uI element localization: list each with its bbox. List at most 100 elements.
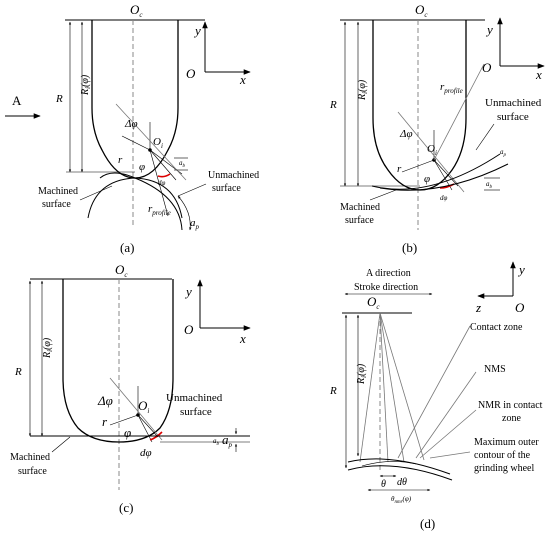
rprofile-line bbox=[149, 149, 169, 217]
delta-phi-label: Δφ bbox=[124, 118, 138, 130]
machined-label-2: surface bbox=[345, 215, 374, 226]
oi-label: Oi bbox=[427, 143, 437, 157]
contact-zone-label: Contact zone bbox=[470, 322, 523, 333]
oi-label: Oi bbox=[138, 398, 149, 415]
phi-label: φ bbox=[139, 161, 145, 173]
wheel-profile bbox=[91, 20, 179, 179]
panel-a: Oc R Ri(φ) y x O A Δφ Oi r φ dφ ab bbox=[5, 2, 259, 255]
rprofile-label: rprofile bbox=[148, 203, 171, 217]
ap-label: ap bbox=[222, 432, 233, 449]
machined-label-1: Machined bbox=[10, 452, 50, 463]
origin-label: O bbox=[186, 66, 196, 81]
ab-label: ab bbox=[179, 159, 186, 169]
unmachined-label-1: Unmachined bbox=[208, 170, 259, 181]
max-outer-label-1: Maximum outer bbox=[474, 437, 539, 448]
ri-label: Ri(φ) bbox=[357, 79, 369, 101]
z-axis-label: z bbox=[475, 300, 481, 315]
dphi-label: dφ bbox=[440, 194, 448, 202]
nms-leader bbox=[415, 371, 477, 459]
oc-label: Oc bbox=[115, 262, 128, 279]
oc-label: Oc bbox=[130, 2, 143, 19]
y-axis-label: y bbox=[184, 284, 192, 299]
wheel-profile bbox=[62, 279, 174, 443]
ri-label: Ri(φ) bbox=[356, 363, 368, 385]
origin-label: O bbox=[184, 322, 194, 337]
panel-c: Oc R Ri(φ) y x O Δφ Oi r φ dφ ab ap Unma… bbox=[10, 262, 251, 515]
contact-zone-leader bbox=[397, 325, 471, 459]
machined-leader bbox=[51, 436, 71, 453]
rprofile-label: rprofile bbox=[440, 81, 463, 95]
oi-label: Oi bbox=[153, 136, 163, 150]
rprofile-line bbox=[433, 63, 485, 161]
fan-line-2 bbox=[379, 312, 389, 463]
unmachined-label-2: surface bbox=[497, 111, 529, 123]
max-outer-label-2: contour of the bbox=[474, 450, 531, 461]
dphi-label: dφ bbox=[158, 179, 166, 187]
phi-label: φ bbox=[424, 173, 430, 185]
oi-phi-line1 bbox=[433, 159, 453, 191]
unmachined-label-2: surface bbox=[212, 183, 241, 194]
radial-line bbox=[109, 377, 163, 441]
origin-label: O bbox=[482, 60, 492, 75]
delta-phi-label: Δφ bbox=[97, 393, 113, 408]
unmachined-label-1: Unmachined bbox=[166, 392, 223, 404]
caption-a: (a) bbox=[120, 240, 134, 255]
machined-label-1: Machined bbox=[38, 186, 78, 197]
arrow-a-label: A bbox=[12, 93, 22, 108]
r-label: R bbox=[55, 93, 63, 105]
red-contact-arc bbox=[149, 431, 163, 441]
dphi-label: dφ bbox=[140, 447, 152, 459]
machined-leader bbox=[79, 185, 113, 201]
x-axis-label: x bbox=[535, 67, 542, 82]
fan-line-3 bbox=[379, 312, 405, 463]
machined-label-1: Machined bbox=[340, 202, 380, 213]
oi-phi-line2 bbox=[433, 159, 459, 187]
nms-label: NMS bbox=[484, 364, 506, 375]
ap-arc bbox=[177, 195, 192, 231]
ab-label: ab bbox=[213, 437, 220, 447]
oi-r-line bbox=[121, 135, 151, 151]
origin-label: O bbox=[515, 300, 525, 315]
y-axis-label: y bbox=[485, 22, 493, 37]
a-direction-label: A direction bbox=[366, 268, 411, 279]
fan-line-4 bbox=[379, 312, 425, 461]
ap-label: ap bbox=[190, 217, 200, 231]
unmachined-label-2: surface bbox=[180, 406, 212, 418]
x-axis-label: x bbox=[239, 72, 246, 87]
caption-c: (c) bbox=[119, 500, 133, 515]
ri-label: Ri(φ) bbox=[80, 74, 92, 96]
inner-curve bbox=[361, 461, 417, 467]
theta-nmr-label: θnmr(φ) bbox=[391, 495, 412, 505]
ap-label: ap bbox=[500, 148, 507, 158]
oi-r-line bbox=[109, 414, 139, 426]
nmr-label-1: NMR in contact bbox=[478, 400, 543, 411]
r-label: R bbox=[329, 99, 337, 111]
oc-label: Oc bbox=[415, 2, 428, 19]
oi-phi-line1 bbox=[137, 414, 153, 443]
caption-b: (b) bbox=[402, 240, 417, 255]
caption-d: (d) bbox=[420, 516, 435, 531]
oi-phi-line1 bbox=[149, 149, 177, 181]
machined-surface bbox=[371, 153, 501, 190]
nmr-label-2: zone bbox=[502, 413, 521, 424]
r-small-label: r bbox=[397, 163, 402, 175]
unmachined-leader bbox=[177, 183, 207, 197]
machined-leader bbox=[369, 189, 397, 201]
stroke-direction-label: Stroke direction bbox=[354, 282, 418, 293]
machined-label-2: surface bbox=[18, 466, 47, 477]
wheel-profile bbox=[372, 20, 467, 191]
delta-phi-label: Δφ bbox=[399, 128, 413, 140]
dtheta-label: dθ bbox=[397, 477, 407, 488]
r-label: R bbox=[329, 385, 337, 397]
oc-label: Oc bbox=[367, 294, 380, 311]
ri-label: Ri(φ) bbox=[42, 337, 54, 359]
machined-label-2: surface bbox=[42, 199, 71, 210]
outer-contour-1 bbox=[347, 458, 451, 475]
y-axis-label: y bbox=[193, 23, 201, 38]
unmachined-label-1: Unmachined bbox=[485, 97, 542, 109]
unmachined-leader bbox=[475, 123, 495, 151]
outer-contour-2 bbox=[347, 465, 453, 481]
phi-label: φ bbox=[124, 425, 131, 440]
y-axis-label: y bbox=[517, 262, 525, 277]
